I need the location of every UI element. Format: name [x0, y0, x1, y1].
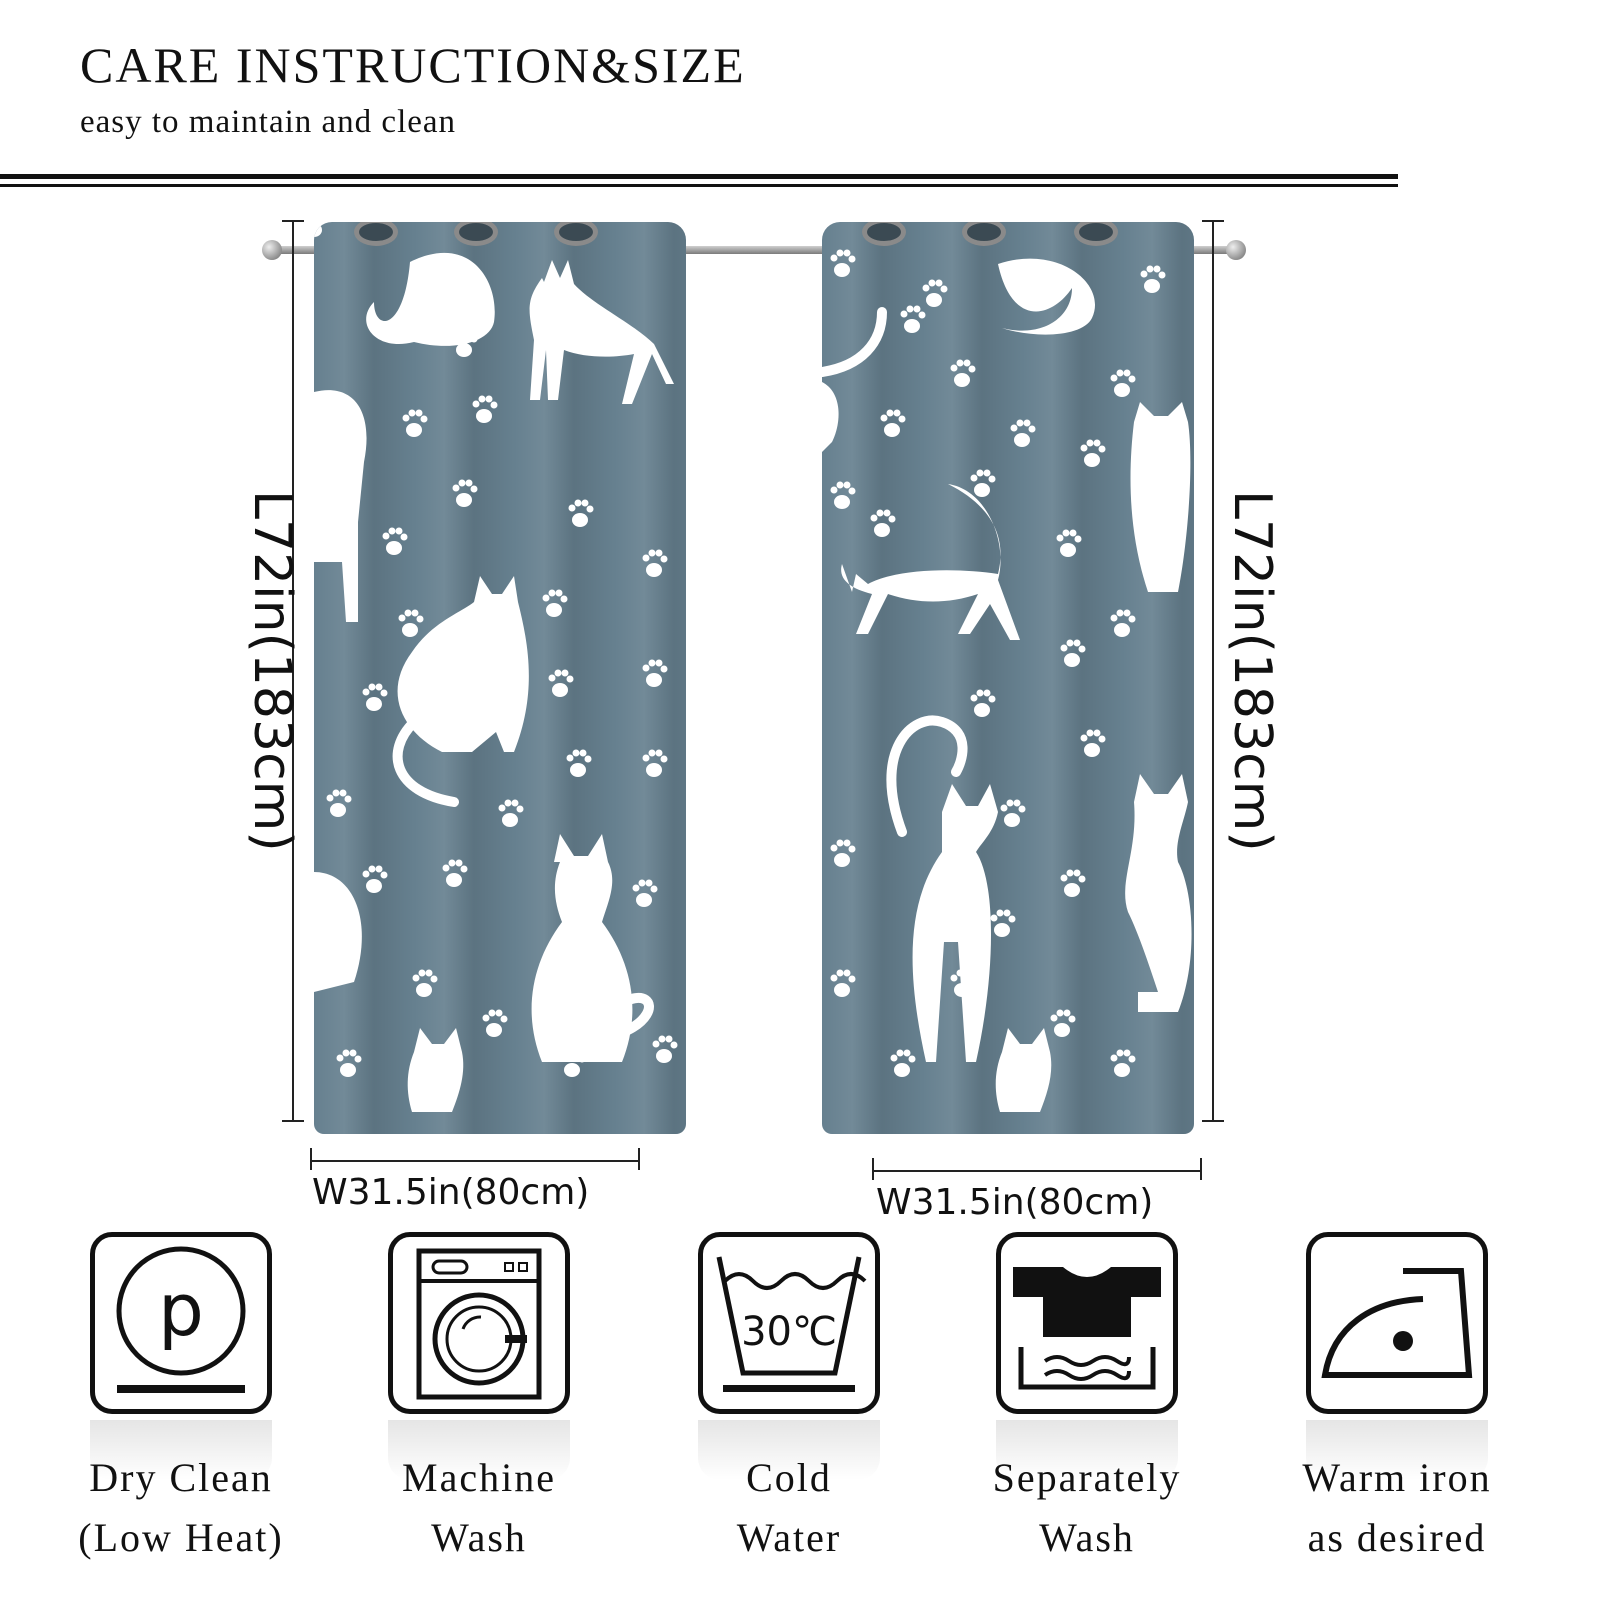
cat-pattern — [822, 249, 1192, 1112]
care-label-dry-clean: Dry Clean (Low Heat) — [51, 1448, 311, 1568]
care-label-line: Separately — [992, 1455, 1182, 1500]
curtain-rod — [270, 246, 1240, 254]
dimension-tick — [310, 1148, 312, 1170]
care-label-line: Machine — [402, 1455, 556, 1500]
care-label-separately-wash: Separately Wash — [957, 1448, 1217, 1568]
cat-pattern — [314, 222, 678, 1112]
cold-water-icon: 30℃ — [698, 1232, 880, 1414]
icon-reflection — [1306, 1420, 1488, 1480]
care-label-line: Wash — [431, 1515, 527, 1560]
care-label-line: Warm iron — [1302, 1455, 1492, 1500]
care-label-cold-water: Cold Water — [659, 1448, 919, 1568]
dimension-tick — [1202, 1120, 1224, 1122]
warm-iron-icon — [1306, 1232, 1488, 1414]
grommet — [962, 222, 1006, 246]
dimension-tick — [638, 1148, 640, 1170]
care-label-line: Wash — [1039, 1515, 1135, 1560]
grommet — [354, 222, 398, 246]
length-dimension-line-right — [1212, 220, 1214, 1120]
rod-finial-right — [1226, 240, 1246, 260]
grommet — [1074, 222, 1118, 246]
length-dimension-line-left — [292, 220, 294, 1120]
width-label-left: W31.5in(80cm) — [312, 1172, 590, 1213]
grommet — [454, 222, 498, 246]
grommet — [862, 222, 906, 246]
care-label-line: as desired — [1307, 1515, 1487, 1560]
grommet — [554, 222, 598, 246]
icon-reflection — [698, 1420, 880, 1480]
care-label-line: Dry Clean — [89, 1455, 273, 1500]
temperature-text: 30℃ — [741, 1309, 837, 1355]
curtain-panel-left — [314, 222, 686, 1134]
page-subtitle: easy to maintain and clean — [80, 104, 457, 140]
width-label-right: W31.5in(80cm) — [876, 1182, 1154, 1223]
care-label-line: Cold — [746, 1455, 832, 1500]
page-title: CARE INSTRUCTION&SIZE — [80, 37, 746, 93]
svg-text:p: p — [158, 1268, 204, 1352]
length-label-right: L72in(183cm) — [1222, 490, 1282, 852]
dimension-tick — [1200, 1158, 1202, 1180]
icon-reflection — [90, 1420, 272, 1480]
icon-reflection — [388, 1420, 570, 1480]
separately-wash-icon — [996, 1232, 1178, 1414]
machine-wash-icon — [388, 1232, 570, 1414]
care-label-machine-wash: Machine Wash — [349, 1448, 609, 1568]
care-label-line: Water — [736, 1515, 842, 1560]
dimension-tick — [872, 1158, 874, 1180]
curtain-panel-right — [822, 222, 1194, 1134]
dimension-tick — [282, 1120, 304, 1122]
divider — [0, 174, 1398, 179]
width-dimension-line-right — [874, 1170, 1200, 1172]
divider — [0, 184, 1398, 187]
rod-finial-left — [262, 240, 282, 260]
dry-clean-icon: p — [90, 1232, 272, 1414]
width-dimension-line-left — [312, 1160, 638, 1162]
icon-reflection — [996, 1420, 1178, 1480]
care-label-line: (Low Heat) — [78, 1515, 284, 1560]
length-label-left: L72in(183cm) — [242, 490, 302, 852]
care-label-warm-iron: Warm iron as desired — [1267, 1448, 1527, 1568]
